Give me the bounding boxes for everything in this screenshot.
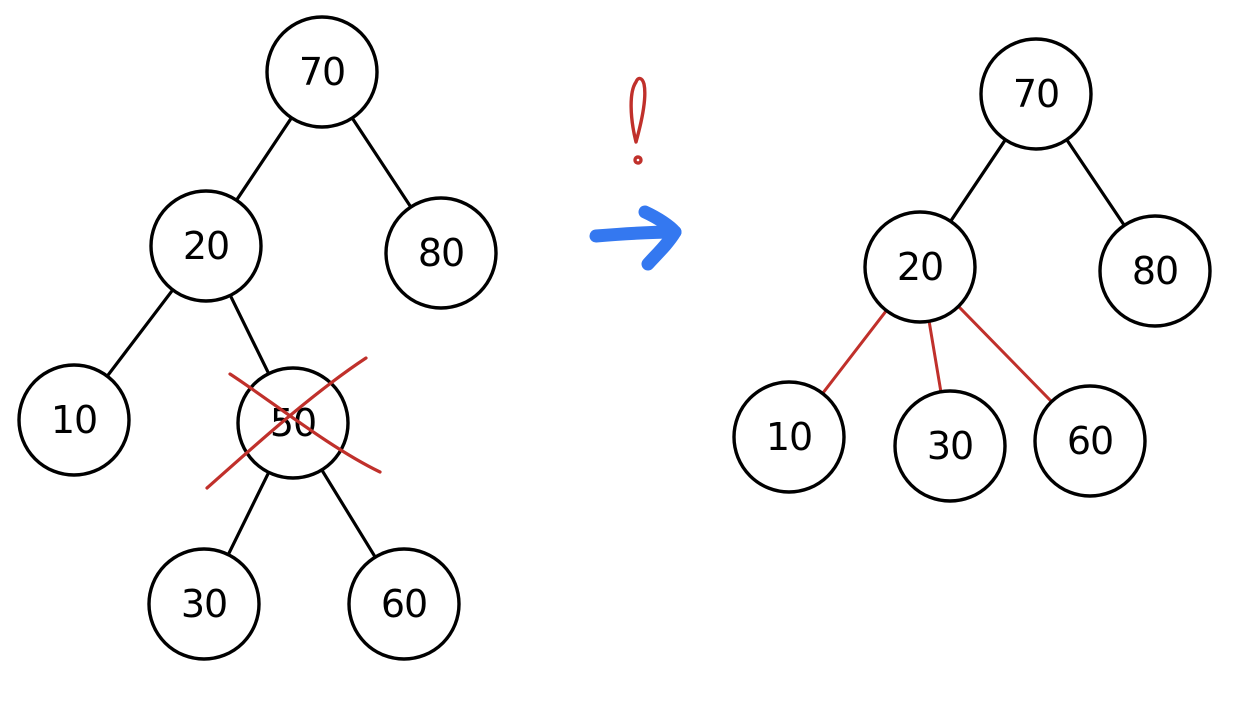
after-edge-a70-a80: [1065, 138, 1126, 227]
node-label: 10: [51, 398, 97, 442]
delete-cross-mark: [205, 356, 382, 490]
right-arrow-icon: [589, 205, 682, 271]
after-edge-a20-a10: [821, 309, 888, 395]
before-node-30: 30: [147, 547, 261, 661]
node-circle: [979, 37, 1093, 151]
node-label: 10: [766, 415, 812, 459]
node-circle: [265, 15, 379, 129]
before-node-80: 80: [384, 196, 498, 310]
node-circle: [1033, 384, 1147, 498]
arrow-shaft: [589, 225, 682, 243]
after-node-10: 10: [732, 380, 846, 494]
node-circle: [1098, 214, 1212, 328]
before-node-70: 70: [265, 15, 379, 129]
node-circle: [147, 547, 261, 661]
node-label: 80: [418, 231, 464, 275]
after-edge-a20-a60: [956, 304, 1054, 404]
node-label: 60: [1067, 419, 1113, 463]
node-circle: [347, 547, 461, 661]
cross-stroke-1: [228, 372, 382, 474]
edges-layer: [105, 116, 1126, 559]
node-label: 70: [299, 50, 345, 94]
before-edge-b70-b80: [350, 116, 413, 209]
node-label: 60: [381, 582, 427, 626]
after-edge-a20-a30: [927, 319, 943, 394]
before-edge-b50-b60: [320, 468, 377, 559]
before-edge-b70-b20: [234, 116, 294, 202]
node-label: 30: [927, 424, 973, 468]
node-circle: [384, 196, 498, 310]
after-edge-a70-a20: [948, 138, 1008, 223]
node-circle: [863, 210, 977, 324]
node-label: 80: [1132, 249, 1178, 293]
node-label: 70: [1013, 72, 1059, 116]
node-label: 20: [897, 245, 943, 289]
node-circle: [17, 363, 131, 477]
node-circle: [236, 366, 350, 480]
exclamation-stroke: [629, 76, 647, 144]
cross-stroke-2: [205, 356, 368, 490]
before-node-10: 10: [17, 363, 131, 477]
arrow-head: [638, 205, 682, 271]
before-node-20: 20: [149, 189, 263, 303]
before-edge-b20-b10: [105, 288, 175, 378]
before-edge-b50-b30: [226, 470, 271, 557]
after-node-30: 30: [893, 389, 1007, 503]
node-label: 20: [183, 224, 229, 268]
after-node-80: 80: [1098, 214, 1212, 328]
exclamation-icon: [629, 76, 647, 165]
node-circle: [893, 389, 1007, 503]
after-node-70: 70: [979, 37, 1093, 151]
node-label: 30: [181, 582, 227, 626]
before-edge-b20-b50: [228, 293, 271, 376]
after-node-60: 60: [1033, 384, 1147, 498]
node-circle: [149, 189, 263, 303]
node-circle: [732, 380, 846, 494]
after-node-20: 20: [863, 210, 977, 324]
before-node-60: 60: [347, 547, 461, 661]
exclamation-dot: [633, 155, 643, 165]
